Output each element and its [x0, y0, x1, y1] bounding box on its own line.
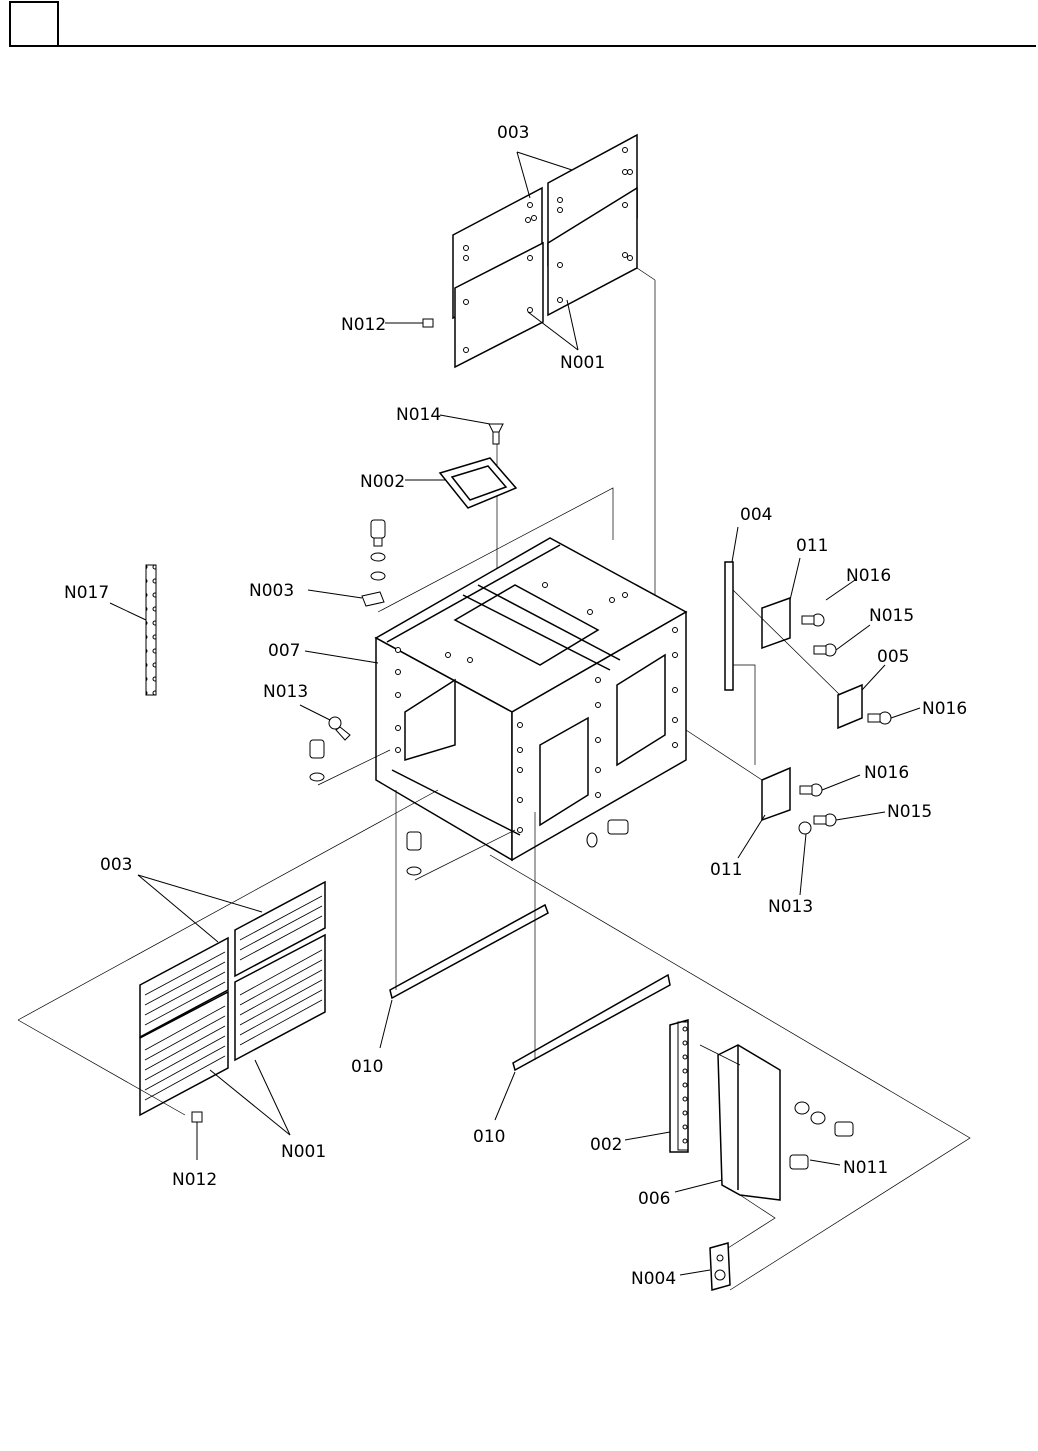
- label-n003: N003: [249, 581, 294, 601]
- n014-screw: [489, 424, 503, 444]
- label-005: 005: [877, 647, 909, 667]
- rack-part-002: [670, 1020, 688, 1152]
- label-010-right: 010: [473, 1127, 505, 1147]
- label-007: 007: [268, 641, 300, 661]
- label-n001-bottom: N001: [281, 1142, 326, 1162]
- bracket-006: [718, 1045, 780, 1200]
- label-n013-left: N013: [263, 682, 308, 702]
- n012-top-pin: [423, 319, 433, 327]
- label-n004: N004: [631, 1269, 676, 1289]
- label-n002: N002: [360, 472, 405, 492]
- label-n013-right: N013: [768, 897, 813, 917]
- top-plates: [453, 135, 637, 367]
- label-n012-top: N012: [341, 315, 386, 335]
- label-n001-top: N001: [560, 353, 605, 373]
- label-011-bottom: 011: [710, 860, 742, 880]
- n003-hardware: [362, 520, 385, 606]
- bottom-plates: [140, 882, 325, 1115]
- header-bar: [10, 2, 1036, 46]
- rails-010: [390, 905, 670, 1070]
- label-n017: N017: [64, 583, 109, 603]
- label-n015-a: N015: [869, 606, 914, 626]
- label-n016-c: N016: [864, 763, 909, 783]
- label-003-top: 003: [497, 123, 529, 143]
- label-006: 006: [638, 1189, 670, 1209]
- n002-handle: [440, 458, 516, 508]
- label-n014: N014: [396, 405, 441, 425]
- hinge-assembly: [725, 562, 862, 820]
- label-011-top: 011: [796, 536, 828, 556]
- n012-bottom-pin: [192, 1112, 202, 1122]
- label-004: 004: [740, 505, 772, 525]
- label-n016-b: N016: [922, 699, 967, 719]
- label-n011: N011: [843, 1158, 888, 1178]
- part-n004: [710, 1243, 730, 1290]
- cabinet-007: [376, 538, 686, 860]
- header-box: [10, 2, 58, 46]
- label-n015-b: N015: [887, 802, 932, 822]
- n017-strip: [146, 565, 156, 695]
- label-n012-bottom: N012: [172, 1170, 217, 1190]
- label-010-left: 010: [351, 1057, 383, 1077]
- label-002: 002: [590, 1135, 622, 1155]
- label-003-bottom: 003: [100, 855, 132, 875]
- label-n016-a: N016: [846, 566, 891, 586]
